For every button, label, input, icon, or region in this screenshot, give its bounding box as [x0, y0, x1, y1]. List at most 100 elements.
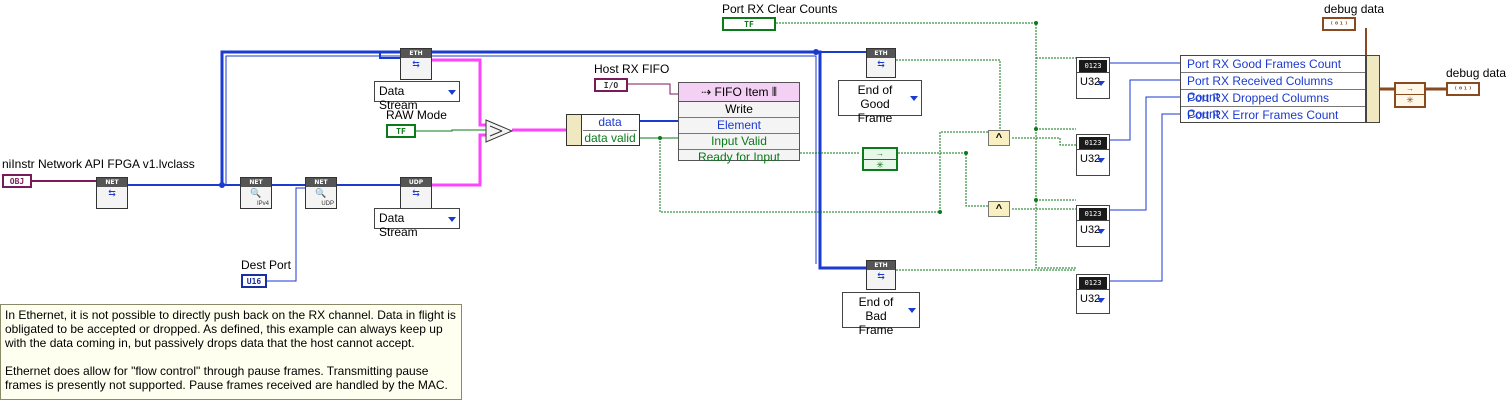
net-udp-node[interactable]: NET 🔍 UDP	[305, 177, 337, 209]
bundle-handle[interactable]	[1366, 55, 1380, 123]
bundle-row-received-columns: Port RX Received Columns Count	[1181, 73, 1365, 104]
arrow-right-icon: →	[1396, 84, 1424, 95]
stream-icon: ⇆	[877, 59, 885, 69]
and-glyph: ^	[995, 132, 1003, 144]
data-stream-dropdown-1[interactable]: Data Stream	[374, 81, 460, 112]
chevron-down-icon	[1097, 298, 1105, 303]
ipv4-sub: IPv4	[256, 201, 269, 207]
and-gate-2[interactable]: ^	[988, 201, 1010, 217]
host-rx-fifo-terminal[interactable]: I/O	[594, 78, 628, 92]
eth-node-good-frame[interactable]: ETH ⇆	[866, 48, 896, 78]
dropdown-value: End of Good Frame	[857, 83, 893, 125]
end-of-good-frame-dropdown[interactable]: End of Good Frame	[838, 80, 922, 125]
host-rx-fifo-label: Host RX FIFO	[594, 62, 670, 76]
dropdown-value: End of Bad Frame	[858, 295, 894, 337]
eth-node-bad-frame[interactable]: ETH ⇆	[866, 260, 896, 290]
u32-dropdown[interactable]: U32	[1077, 149, 1109, 175]
raw-mode-terminal[interactable]: TF	[386, 124, 416, 138]
counter-dropped-columns[interactable]: 0123 U32	[1076, 205, 1110, 247]
obj-glyph: OBJ	[9, 176, 25, 186]
and-glyph: ^	[995, 203, 1003, 215]
fifo-title: FIFO Item	[714, 85, 769, 99]
port-rx-clear-counts-label: Port RX Clear Counts	[722, 2, 838, 16]
dropdown-value: Data Stream	[379, 84, 418, 112]
counter-error-frames[interactable]: 0123 U32	[1076, 274, 1110, 314]
debug-glyph: ⁽⁰¹⁾	[1453, 84, 1473, 94]
counter-received-columns[interactable]: 0123 U32	[1076, 134, 1110, 176]
raw-mode-label: RAW Mode	[386, 108, 447, 122]
asterisk-icon: ✳	[876, 160, 884, 170]
counter-numeric: 0123	[1079, 60, 1107, 72]
bool-glyph: TF	[744, 19, 754, 29]
class-name-label: niInstr Network API FPGA v1.lvclass	[2, 157, 195, 171]
u32-dropdown[interactable]: U32	[1077, 72, 1109, 98]
fifo-header: ⇢ FIFO Item ⫴	[679, 83, 799, 102]
net-ipv4-node[interactable]: NET 🔍 IPv4	[240, 177, 272, 209]
net-open-node[interactable]: NET ⇆	[96, 177, 128, 209]
debug-data-label-top: debug data	[1324, 2, 1385, 16]
and-gate-1[interactable]: ^	[988, 130, 1010, 146]
bundle-by-name-node[interactable]: Port RX Good Frames Count Port RX Receiv…	[1180, 55, 1366, 123]
end-of-bad-frame-dropdown[interactable]: End of Bad Frame	[842, 292, 920, 337]
unbundle-data: data	[583, 115, 637, 131]
arrow-right-icon: →	[864, 149, 896, 160]
class-terminal[interactable]: OBJ	[2, 174, 32, 188]
fifo-node[interactable]: ⇢ FIFO Item ⫴ Write Element Input Valid …	[678, 82, 800, 164]
eth-header: ETH	[867, 261, 895, 270]
network-icon: ⇆	[108, 188, 116, 198]
dropdown-value: U32	[1080, 224, 1101, 236]
stream-icon: ⇆	[412, 59, 420, 69]
eth-header: ETH	[867, 49, 895, 58]
counter-good-frames[interactable]: 0123 U32	[1076, 57, 1110, 99]
dropdown-value: U32	[1080, 76, 1101, 88]
udp-node[interactable]: UDP ⇆	[400, 177, 432, 209]
udp-header: UDP	[401, 178, 431, 187]
stream-icon: ⇆	[877, 271, 885, 281]
dest-port-terminal[interactable]: U16	[241, 274, 267, 288]
comment-paragraph-2: Ethernet does allow for "flow control" t…	[5, 364, 448, 392]
chevron-down-icon	[1097, 229, 1105, 234]
counter-numeric: 0123	[1079, 208, 1107, 220]
chevron-down-icon	[908, 308, 916, 313]
debug-data-output-terminal[interactable]: ⁽⁰¹⁾	[1446, 82, 1480, 96]
asterisk-icon: ✳	[1406, 95, 1414, 105]
eth-node-raw[interactable]: ETH ⇆	[400, 48, 432, 80]
comment-paragraph-1: In Ethernet, it is not possible to direc…	[5, 308, 456, 350]
data-stream-dropdown-2[interactable]: Data Stream	[374, 208, 460, 239]
bool-glyph: TF	[396, 126, 406, 136]
chevron-down-icon	[1097, 158, 1105, 163]
select-node[interactable]	[484, 118, 514, 144]
debug-data-label-right: debug data	[1446, 66, 1507, 80]
chevron-down-icon	[1097, 81, 1105, 86]
counter-numeric: 0123	[1079, 137, 1107, 149]
comment-box: In Ethernet, it is not possible to direc…	[0, 304, 462, 400]
debug-feedback-node[interactable]: → ✳	[1394, 82, 1426, 108]
bundle-row-dropped-columns: Port RX Dropped Columns Count	[1181, 90, 1365, 121]
debug-glyph: ⁽⁰¹⁾	[1329, 19, 1349, 29]
search-icon: 🔍	[250, 188, 262, 198]
u32-dropdown[interactable]: U32	[1077, 220, 1109, 246]
io-glyph: I/O	[603, 80, 619, 90]
chevron-down-icon	[448, 89, 456, 95]
fifo-row-input-valid: Input Valid	[679, 134, 799, 150]
udp-sub: UDP	[321, 201, 334, 207]
unbundle-handle	[567, 115, 582, 145]
u32-dropdown[interactable]: U32	[1077, 289, 1109, 313]
bundle-row-error-frames: Port RX Error Frames Count	[1187, 108, 1339, 122]
dropdown-value: Data Stream	[379, 211, 418, 239]
unbundle-node[interactable]: data data valid	[566, 114, 640, 146]
fifo-row-ready-for-input: Ready for Input	[697, 150, 781, 164]
fifo-queue-icon: ⫴	[768, 85, 777, 99]
search-icon: 🔍	[315, 188, 327, 198]
net-header: NET	[306, 178, 336, 187]
fifo-row-write: Write	[679, 102, 799, 118]
net-header: NET	[97, 178, 127, 187]
feedback-node[interactable]: → ✳	[862, 147, 898, 171]
port-rx-clear-counts-terminal[interactable]: TF	[722, 17, 776, 31]
chevron-down-icon	[910, 96, 918, 101]
debug-data-input-terminal[interactable]: ⁽⁰¹⁾	[1322, 17, 1356, 31]
counter-numeric: 0123	[1079, 277, 1107, 289]
fifo-row-element: Element	[679, 118, 799, 134]
dropdown-value: U32	[1080, 293, 1101, 305]
